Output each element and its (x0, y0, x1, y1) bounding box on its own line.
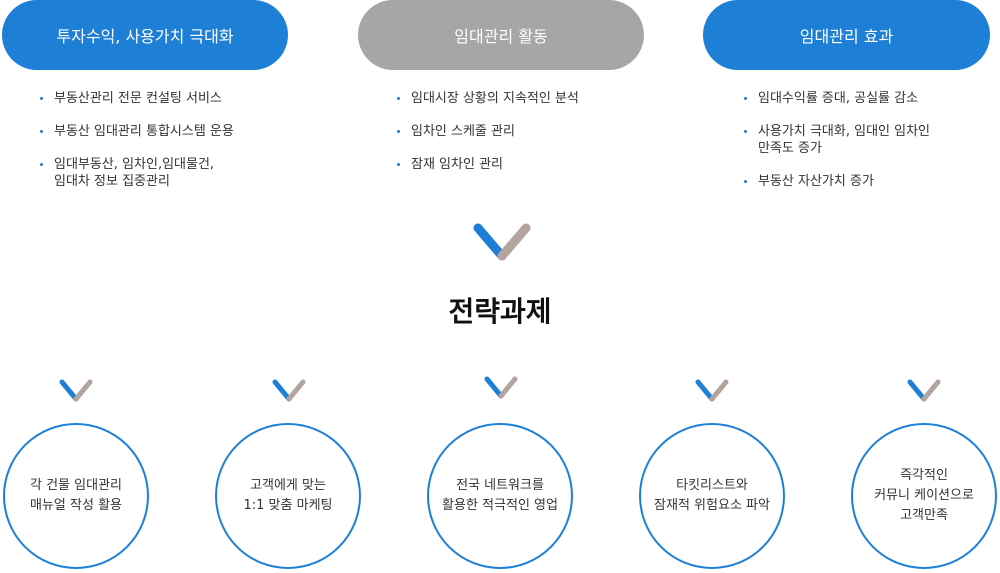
list-item: 임차인 스케줄 관리 (397, 123, 637, 140)
list-activity: 임대시장 상황의 지속적인 분석 임차인 스케줄 관리 잠재 임차인 관리 (397, 90, 637, 189)
task-circle: 고객에게 맞는 1:1 맞춤 마케팅 (215, 423, 361, 569)
task-circle: 타킷리스트와 잠재적 위험요소 파악 (639, 423, 785, 569)
list-item: 임대시장 상황의 지속적인 분석 (397, 90, 637, 107)
check-icon (695, 379, 729, 402)
check-icon (272, 379, 306, 402)
check-icon (59, 379, 93, 402)
task-circle: 즉각적인 커뮤니 케이션으로 고객만족 (851, 423, 997, 569)
page-title: 전략과제 (448, 295, 552, 328)
list-item: 부동산 임대관리 통합시스템 운용 (40, 123, 280, 140)
header-activity: 임대관리 활동 (358, 0, 644, 70)
header-effect: 임대관리 효과 (703, 0, 990, 70)
list-item: 부동산관리 전문 컨설팅 서비스 (40, 90, 280, 107)
check-icon (907, 379, 941, 402)
header-investment: 투자수익, 사용가치 극대화 (2, 0, 288, 70)
check-icon (473, 223, 531, 261)
list-item: 사용가치 극대화, 임대인 임차인 만족도 증가 (744, 123, 984, 157)
list-effect: 임대수익률 증대, 공실률 감소 사용가치 극대화, 임대인 임차인 만족도 증… (744, 90, 984, 206)
check-icon (484, 376, 518, 399)
task-circle: 전국 네트워크를 활용한 적극적인 영업 (427, 423, 573, 569)
list-item: 부동산 자산가치 증가 (744, 173, 984, 190)
list-investment: 부동산관리 전문 컨설팅 서비스 부동산 임대관리 통합시스템 운용 임대부동산… (40, 90, 280, 206)
list-item: 임대수익률 증대, 공실률 감소 (744, 90, 984, 107)
list-item: 잠재 임차인 관리 (397, 156, 637, 173)
list-item: 임대부동산, 임차인,임대물건, 임대차 정보 집중관리 (40, 156, 280, 190)
task-circle: 각 건물 임대관리 매뉴얼 작성 활용 (3, 423, 149, 569)
